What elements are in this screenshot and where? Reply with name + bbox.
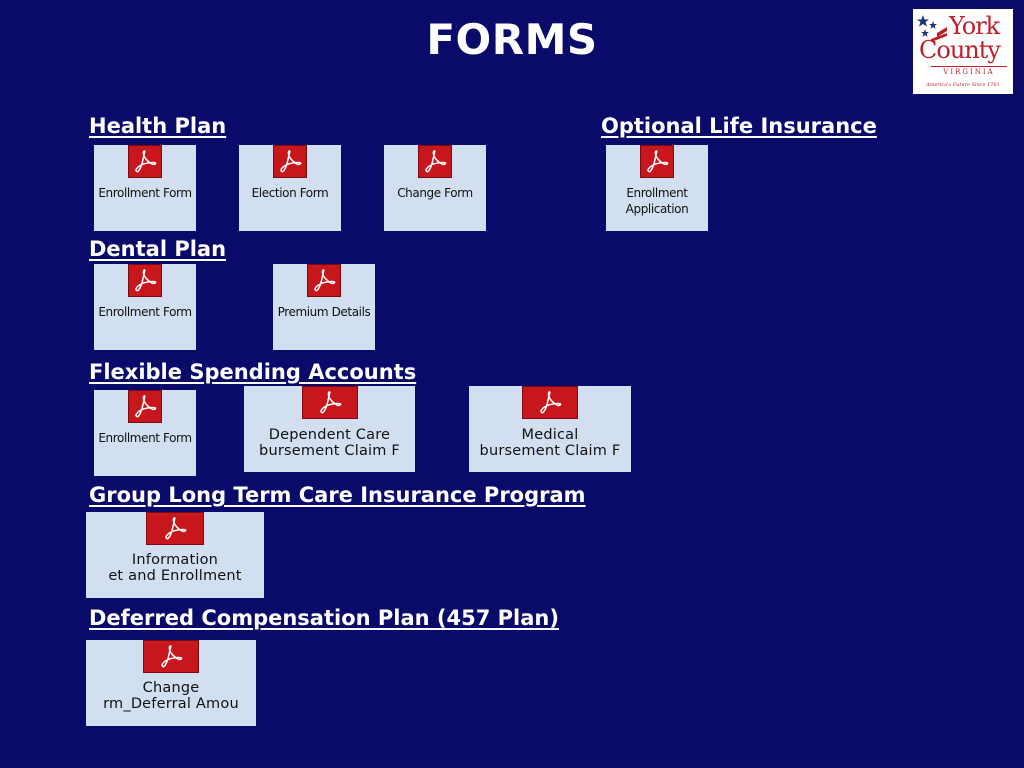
logo-text-virginia: VIRGINIA [931, 66, 1007, 76]
heading-flexible-spending-accounts[interactable]: Flexible Spending Accounts [89, 360, 417, 384]
tile-label: Enrollment Form [98, 431, 192, 445]
fsa-enrollment-form-tile[interactable]: Enrollment Form [94, 390, 196, 476]
tile-label-2: bursement Claim F [259, 443, 400, 459]
fsa-dependent-care-claim-tile[interactable]: Dependent Care bursement Claim F [244, 386, 415, 472]
york-county-logo: York County VIRGINIA America's Future Si… [913, 9, 1013, 94]
heading-dental-plan[interactable]: Dental Plan [89, 237, 227, 261]
heading-deferred-compensation-plan[interactable]: Deferred Compensation Plan (457 Plan) [89, 606, 559, 630]
tile-label: Election Form [251, 186, 329, 200]
pdf-icon [273, 145, 307, 178]
pdf-icon [640, 145, 674, 178]
tile-label: Enrollment [626, 186, 688, 200]
health-change-form-tile[interactable]: Change Form [384, 145, 486, 231]
tile-label: Change [142, 680, 200, 696]
pdf-icon [143, 640, 199, 673]
life-enrollment-application-tile[interactable]: Enrollment Application [606, 145, 708, 231]
tile-label-2: et and Enrollment [108, 568, 242, 584]
tile-label: Change Form [397, 186, 473, 200]
tile-label: Medical [521, 427, 579, 443]
pdf-icon [128, 264, 162, 297]
tile-label-2: Application [625, 202, 689, 216]
dental-enrollment-form-tile[interactable]: Enrollment Form [94, 264, 196, 350]
health-enrollment-form-tile[interactable]: Enrollment Form [94, 145, 196, 231]
heading-long-term-care-program[interactable]: Group Long Term Care Insurance Program [89, 483, 586, 507]
tile-label: Premium Details [277, 305, 371, 319]
flag-stars-icon [917, 15, 947, 42]
pdf-icon [307, 264, 341, 297]
tile-label-2: bursement Claim F [479, 443, 621, 459]
ltc-information-enrollment-tile[interactable]: Information et and Enrollment [86, 512, 264, 598]
tile-label: Information [131, 552, 219, 568]
page-title: FORMS [426, 15, 598, 64]
logo-tagline: America's Future Since 1781 [926, 82, 1000, 88]
heading-health-plan[interactable]: Health Plan [89, 114, 227, 138]
tile-label-2: rm_Deferral Amou [103, 696, 239, 712]
tile-label: Enrollment Form [98, 305, 192, 319]
tile-label: Enrollment Form [98, 186, 192, 200]
pdf-icon [128, 145, 162, 178]
fsa-medical-claim-tile[interactable]: Medical bursement Claim F [469, 386, 631, 472]
health-election-form-tile[interactable]: Election Form [239, 145, 341, 231]
dental-premium-details-tile[interactable]: Premium Details [273, 264, 375, 350]
tile-label: Dependent Care [268, 427, 391, 443]
pdf-icon [146, 512, 204, 545]
pdf-icon [301, 386, 358, 419]
logo-text-county: County [919, 36, 1001, 64]
logo-text-york: York [949, 12, 1000, 40]
pdf-icon [128, 390, 162, 423]
pdf-icon [522, 386, 578, 419]
heading-optional-life-insurance[interactable]: Optional Life Insurance [601, 114, 877, 138]
deferred-change-amount-tile[interactable]: Change rm_Deferral Amou [86, 640, 256, 726]
pdf-icon [418, 145, 452, 178]
